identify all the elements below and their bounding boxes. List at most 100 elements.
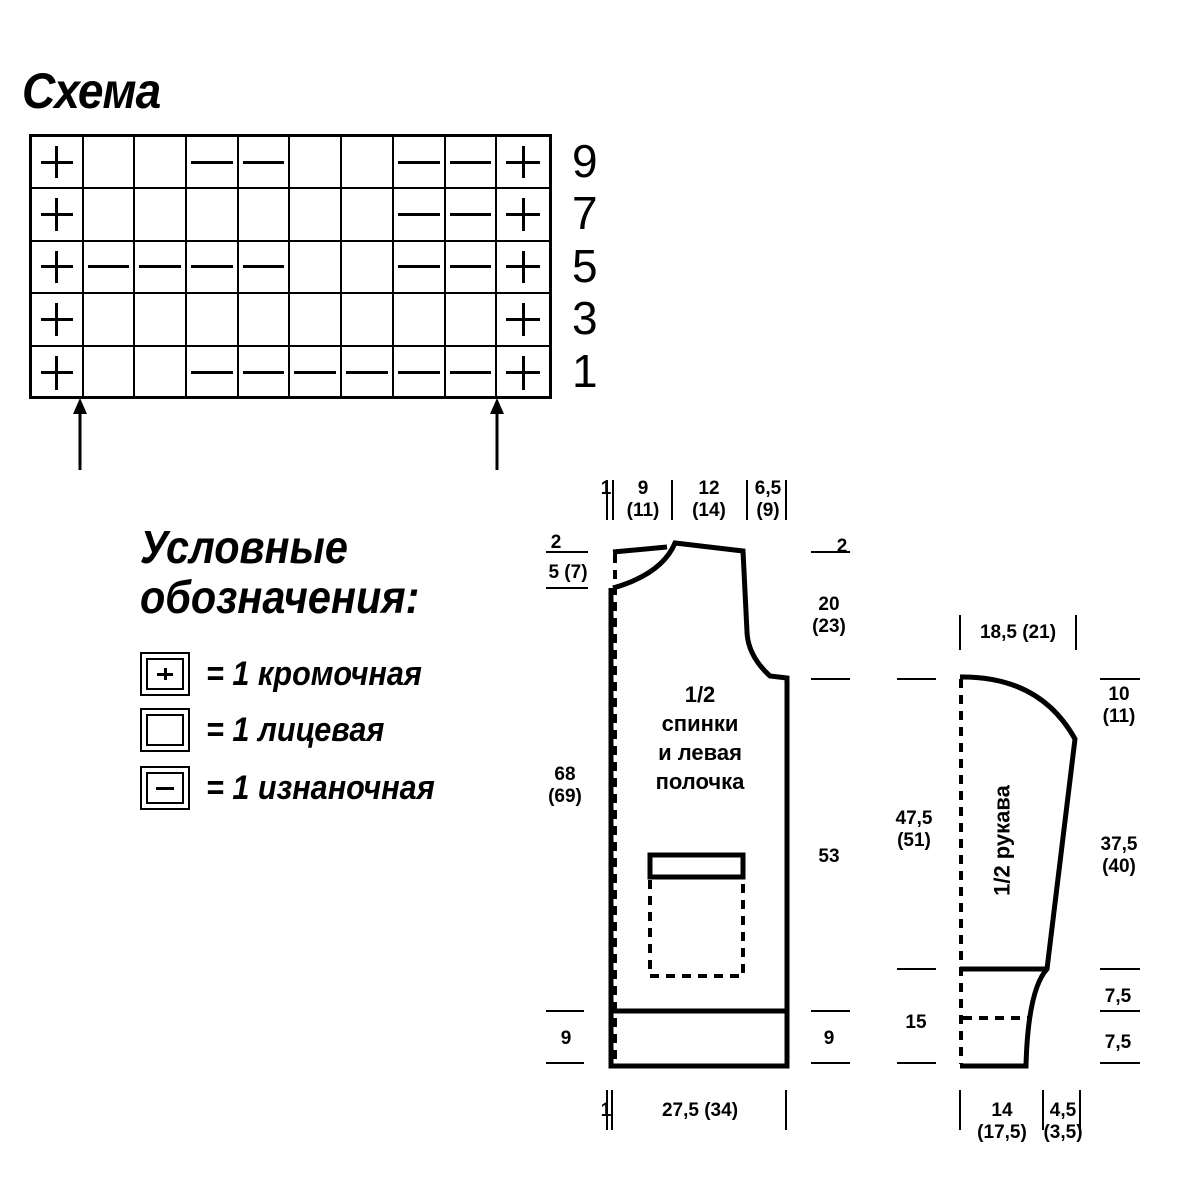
dim-sleeve-side: 37,5 (40) <box>1094 834 1144 878</box>
dim-sleeve-cuff-lower: 7,5 <box>1104 1032 1132 1053</box>
purl-stitch-cell <box>238 137 291 190</box>
dim-sleeve-length-2: (51) <box>897 830 931 851</box>
knit-stitch-cell <box>135 294 188 347</box>
dim-sleeve-bottom-width: 14 (17,5) <box>970 1100 1034 1144</box>
dim-sleeve-cap-2: (11) <box>1102 706 1136 727</box>
row-number: 7 <box>572 187 598 240</box>
back-piece-label: 1/2 спинки и левая полочка <box>640 680 760 796</box>
plus-icon <box>146 658 184 690</box>
purl-stitch-cell <box>445 137 498 190</box>
dim-sleeve-length: 47,5 (51) <box>888 808 940 852</box>
pattern-row <box>32 189 549 242</box>
knit-stitch-cell <box>135 137 188 190</box>
knit-stitch-cell <box>342 189 394 242</box>
dim-bottom-width: 27,5 (34) <box>661 1100 739 1121</box>
row-number: 9 <box>572 135 598 187</box>
dim-top-shoulder: 12 (14) <box>680 478 738 522</box>
purl-stitch-cell <box>290 346 343 399</box>
edge-stitch-cell <box>497 294 549 347</box>
row-number: 5 <box>572 239 598 292</box>
dim-bottom-edge: 1 <box>600 1100 612 1121</box>
dim-left-height-1: 68 <box>554 764 576 785</box>
purl-stitch-cell <box>83 241 136 295</box>
stitch-pattern-grid <box>29 134 552 399</box>
sleeve-label: 1/2 рукава <box>989 785 1015 896</box>
empty-square-icon <box>146 714 184 746</box>
knit-stitch-cell <box>83 137 136 190</box>
edge-stitch-cell <box>32 137 84 190</box>
purl-stitch-cell <box>187 346 239 399</box>
dim-sleeve-cuff-upper: 7,5 <box>1104 986 1132 1007</box>
dim-sleeve-top: 18,5 (21) <box>979 622 1057 643</box>
dim-right-armhole: 20 (23) <box>806 594 852 638</box>
knit-stitch-cell <box>290 189 343 242</box>
legend-purl-stitch-box <box>140 766 190 810</box>
dim-sleeve-side-2: (40) <box>1102 856 1136 877</box>
purl-stitch-cell <box>187 241 239 295</box>
knit-stitch-cell <box>238 189 291 242</box>
diagram-title: Схема <box>22 63 161 119</box>
minus-icon <box>146 772 184 804</box>
dim-top-armhole-1: 6,5 <box>754 478 782 499</box>
dim-sleeve-cap-1: 10 <box>1108 684 1130 705</box>
knit-stitch-cell <box>135 346 188 399</box>
purl-stitch-cell <box>342 346 394 399</box>
edge-stitch-cell <box>32 346 84 399</box>
edge-stitch-cell <box>497 189 549 242</box>
dim-sleeve-side-1: 37,5 <box>1100 834 1138 855</box>
sleeve-outline <box>959 674 1078 1069</box>
back-piece-label-line1: 1/2 <box>684 682 716 707</box>
knit-stitch-cell <box>187 189 239 242</box>
knit-stitch-cell <box>135 189 188 242</box>
legend-title-line2: обозначения: <box>140 571 420 623</box>
legend-title: Условные обозначения: <box>140 522 419 622</box>
knit-stitch-cell <box>290 137 343 190</box>
purl-stitch-cell <box>135 241 188 295</box>
dim-right-armhole-1: 20 <box>818 594 840 615</box>
dim-right-hem: 9 <box>823 1028 835 1049</box>
purl-stitch-cell <box>445 189 498 242</box>
pattern-row <box>32 241 549 295</box>
pattern-row <box>32 346 549 399</box>
purl-stitch-cell <box>393 137 446 190</box>
dim-sleeve-increase-2: (3,5) <box>1043 1122 1083 1143</box>
dim-top-armhole: 6,5 (9) <box>750 478 786 522</box>
dim-left-hem: 9 <box>560 1028 572 1049</box>
knit-stitch-cell <box>290 294 343 347</box>
dim-sleeve-length-1: 47,5 <box>895 808 933 829</box>
dim-top-armhole-2: (9) <box>756 500 780 521</box>
purl-stitch-cell <box>446 346 498 399</box>
dim-sleeve-increase-1: 4,5 <box>1049 1100 1077 1121</box>
dim-right-armhole-2: (23) <box>812 616 846 637</box>
dim-left-neck-top: 2 <box>550 532 562 553</box>
back-piece-label-line4: полочка <box>655 769 745 794</box>
edge-stitch-cell <box>32 294 84 347</box>
dim-top-neck-1: 9 <box>637 478 649 499</box>
edge-stitch-cell <box>497 137 549 190</box>
pattern-row <box>32 137 549 190</box>
back-piece-label-line2: спинки <box>661 711 739 736</box>
legend-edge-stitch-text: = 1 кромочная <box>206 655 422 693</box>
knit-stitch-cell <box>84 346 136 399</box>
dim-sleeve-cap: 10 (11) <box>1096 684 1142 728</box>
dim-left-height: 68 (69) <box>542 764 588 808</box>
legend-purl-stitch-text: = 1 изнаночная <box>206 769 435 807</box>
dim-sleeve-cuff: 15 <box>905 1012 927 1033</box>
dim-sleeve-increase: 4,5 (3,5) <box>1040 1100 1086 1144</box>
knit-stitch-cell <box>342 137 394 190</box>
arrow-up-icon <box>490 398 504 470</box>
knit-stitch-cell <box>393 294 446 347</box>
sleeve-fold-line <box>959 679 1030 1064</box>
knit-stitch-cell <box>342 294 394 347</box>
dimension-lines <box>546 480 1140 1130</box>
row-number: 1 <box>572 344 598 397</box>
knit-stitch-cell <box>187 294 239 347</box>
dim-top-shoulder-2: (14) <box>692 500 726 521</box>
dim-top-edge: 1 <box>600 478 612 499</box>
row-number: 3 <box>572 292 598 345</box>
knit-stitch-cell <box>83 294 136 347</box>
repeat-arrows <box>73 398 504 470</box>
legend-title-line1: Условные <box>140 521 348 573</box>
dim-right-body: 53 <box>818 846 840 867</box>
back-piece-outline <box>608 540 790 1069</box>
